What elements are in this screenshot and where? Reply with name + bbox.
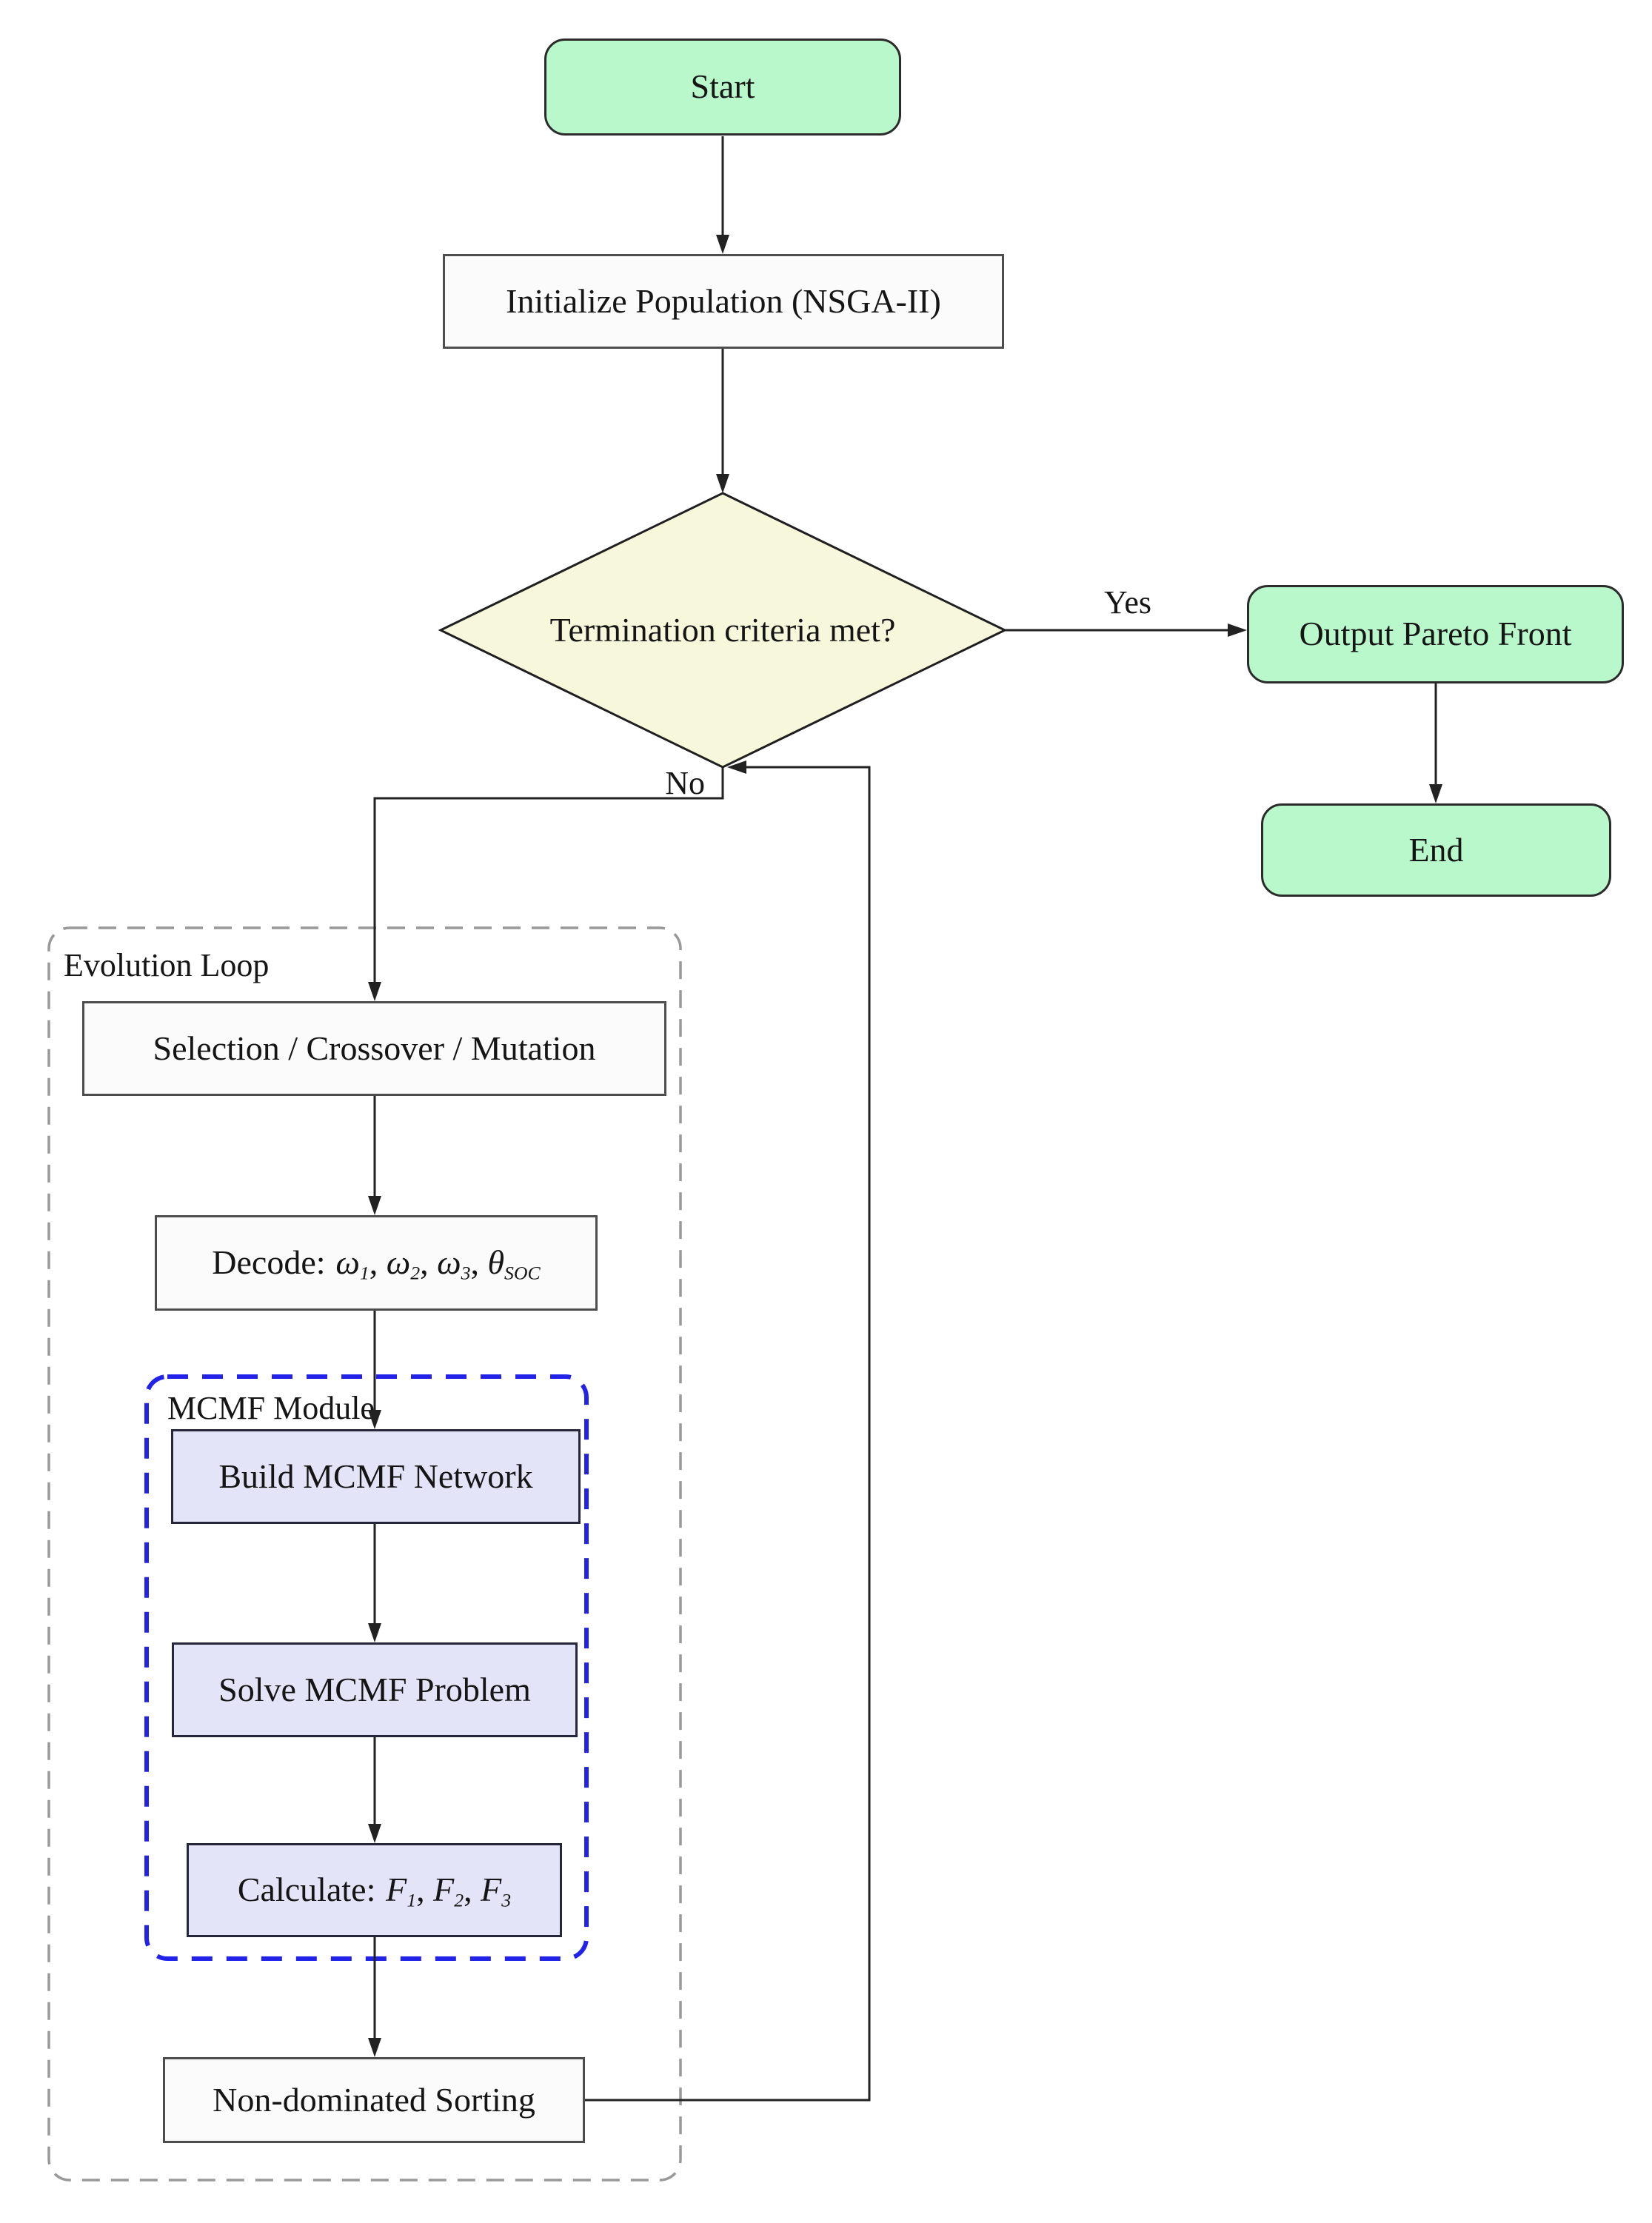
edge-decision-selection-no — [368, 767, 724, 1001]
mcmf-module-border — [144, 1374, 589, 1961]
evolution-loop-label: Evolution Loop — [64, 947, 270, 983]
edge-decision-output-yes — [1005, 624, 1247, 637]
node-initialize-label: Initialize Population (NSGA-II) — [506, 281, 941, 320]
edge-decode-build — [368, 1311, 381, 1429]
node-build-label: Build MCMF Network — [218, 1457, 533, 1495]
edge-nondominated-decision-feedback — [585, 760, 871, 2102]
node-start-label: Start — [690, 67, 755, 106]
edge-calculate-nondominated — [368, 1937, 381, 2057]
node-decision-label: Termination criteria met? — [549, 610, 896, 649]
node-end-label: End — [1408, 830, 1464, 869]
calculate-prefix: Calculate: — [237, 1871, 376, 1909]
node-nondominated-sorting: Non-dominated Sorting — [163, 2057, 585, 2143]
mcmf-module-label: MCMF Module — [167, 1390, 375, 1426]
node-build-mcmf-network: Build MCMF Network — [171, 1429, 581, 1524]
edge-build-solve — [368, 1524, 381, 1642]
edge-label-yes: Yes — [1103, 584, 1152, 621]
node-selection-crossover-mutation: Selection / Crossover / Mutation — [82, 1001, 666, 1096]
node-end: End — [1261, 803, 1611, 897]
node-nondominated-label: Non-dominated Sorting — [213, 2080, 535, 2119]
node-selection-label: Selection / Crossover / Mutation — [153, 1029, 596, 1067]
decode-prefix: Decode: — [212, 1243, 326, 1282]
edge-label-no: No — [665, 765, 705, 801]
node-decode: Decode:ω1, ω2, ω3, θSOC — [155, 1215, 598, 1311]
node-solve-mcmf-problem: Solve MCMF Problem — [172, 1642, 578, 1737]
edge-initialize-decision — [716, 349, 729, 493]
node-calculate-objectives: Calculate:F1, F2, F3 — [187, 1843, 562, 1937]
edge-solve-calculate — [368, 1737, 381, 1843]
node-output-pareto-front: Output Pareto Front — [1247, 585, 1624, 683]
edge-selection-decode — [368, 1096, 381, 1215]
node-output-label: Output Pareto Front — [1299, 615, 1572, 653]
edge-output-end — [1429, 683, 1442, 803]
evolution-loop-border — [47, 926, 682, 2182]
node-initialize-population: Initialize Population (NSGA-II) — [443, 254, 1004, 349]
node-solve-label: Solve MCMF Problem — [218, 1670, 531, 1708]
node-start: Start — [544, 39, 901, 136]
edge-start-initialize — [716, 136, 729, 254]
